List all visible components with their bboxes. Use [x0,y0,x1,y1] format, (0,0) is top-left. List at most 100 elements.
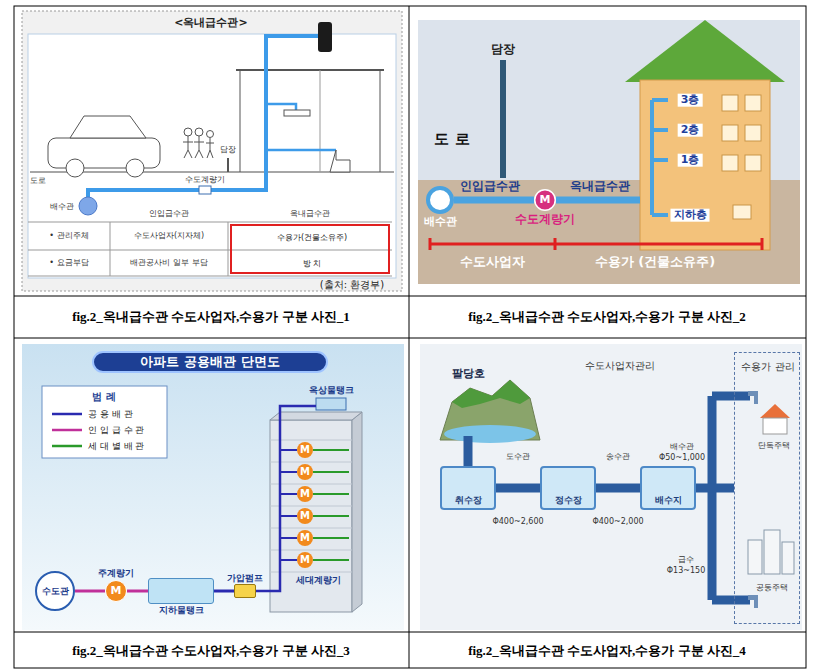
pipe-label: 배수관 [50,202,74,211]
legend-title: 범 례 [92,391,115,403]
panel-four-illustration-part [444,425,536,443]
figure-caption: fig.2_옥내급수관 수도사업자,수용가 구분 사진_2 [468,310,746,325]
panel-two-illustration-part [722,125,738,141]
panel-one-illustration-part [318,22,332,52]
legend-text: 세 대 별 배 관 [88,441,144,451]
panel-three-illustration-part [270,420,352,612]
node-heading: 주계량기 [98,568,134,578]
panel-four-illustration-part [712,396,750,600]
panel-one-illustration-part [284,110,310,116]
panel-one-illustration-part [126,159,144,177]
road-label: 도 로 [434,131,469,148]
panel-one-illustration-part [110,222,111,276]
panel-two-illustration-part [745,95,761,111]
panel-two-illustration-part [745,155,761,171]
panel-two-illustration-part [500,60,506,178]
node-text: 정수장 [555,495,582,505]
panel-four-illustration-part [748,540,762,574]
panel-one-illustration-part [240,70,380,172]
panel-three-illustration-part [52,445,82,448]
meter-label: 수도계량기 [185,175,225,184]
panel-one-illustration-part [28,276,392,277]
table-cell: • 관리주체 [49,231,88,240]
circle-shape [428,188,452,212]
panel-two-illustration-part [722,155,738,171]
fence-label: 담장 [220,145,236,154]
pipe-connector [454,197,534,204]
figure-caption: fig.2_옥내급수관 수도사업자,수용가 구분 사진_1 [72,310,350,325]
panel-three-illustration-part [270,412,362,420]
figure-caption: fig.2_옥내급수관 수도사업자,수용가 구분 사진_4 [468,644,746,659]
pipe-label: 인입급수관 [460,180,520,194]
panel-one-illustration-part [28,34,396,278]
panel-two-illustration-part [418,20,800,284]
table-grid-part [14,338,806,339]
circle-outline [426,186,454,214]
panel-one-illustration-part [206,138,214,158]
meter-badge: M [297,442,313,458]
facility-tank: 배수지 [640,466,696,510]
circle-shape [535,190,556,211]
diagram-title: <옥내급수관> [174,17,247,30]
panel-one-illustration-part [195,128,203,136]
house-label: 단독주택 [758,441,790,450]
table-grid-part [14,6,806,668]
facility-tank: 정수장 [540,466,596,510]
meter-badge: M [297,552,313,568]
panel-two-illustration-part [733,205,751,219]
panel-one-illustration-part [184,128,192,136]
meter-label: 세대계량기 [296,575,341,585]
node-heading: 3층 [678,94,703,107]
panel-two-illustration-part [625,20,785,82]
fence-label: 담장 [491,43,515,57]
panel-three-illustration-part [52,413,82,416]
pipe-label: 도수관 [506,452,530,461]
panel-one-illustration-part [266,104,336,150]
node-heading: 가압펌프 [227,573,263,583]
legend-text: 인 입 급 수 관 [88,425,144,435]
panel-one-illustration-part [227,158,229,172]
table-grid [14,6,806,668]
panel-three-illustration-part [42,386,167,458]
pipe-label: 옥내급수관 [290,209,330,218]
legend-text: 공 용 배 관 [88,409,133,419]
meter-badge: M [297,486,313,502]
circle-shape [36,572,74,610]
table-grid-part [409,6,410,668]
table-grid-part [14,296,806,297]
panel-one-illustration-part [28,250,392,251]
source-note: (출처: 환경부) [320,279,384,291]
region-label: 수도사업자관리 [585,360,655,372]
panel-four-illustration-part [764,530,780,574]
panel-three-illustration-part [22,344,404,630]
panel-one-illustration-part [79,197,97,215]
facility-tank: 취수장 [440,466,496,510]
pipe-connector [496,484,540,493]
panel-one-illustration-part [88,36,318,197]
node-heading: 방 치 [303,259,322,268]
panel-one-illustration-part [28,222,392,223]
node-heading: 1층 [678,154,703,167]
panel-one-illustration-part [66,159,84,177]
figure-caption: fig.2_옥내급수관 수도사업자,수용가 구분 사진_3 [72,644,350,659]
node-heading: 수도계량기 [515,213,575,227]
panel-four-illustration-part [420,344,802,630]
pipe-size: Φ13~150 [667,566,705,575]
main-pipe-circle: 배수관 [426,186,454,214]
panel-four-illustration-part [782,542,794,574]
panel-one-illustration [22,11,402,291]
pipe-size: Φ400~2,600 [492,517,543,526]
pipe-label: 배수관 [670,442,694,451]
house-label: 공동주택 [756,583,788,592]
pipe-connector [556,197,640,204]
panel-one-illustration-part [228,222,229,276]
table-cell: • 요금부담 [49,258,88,267]
pipe-connector [127,590,148,593]
pipe-size: Φ50~1,000 [659,453,705,462]
meter-badge: M [297,464,313,480]
panel-one-illustration-part [70,116,146,138]
pipe-connector [214,590,234,593]
node-text: M [540,194,551,207]
panel-four-illustration-part [452,380,530,408]
lake-label: 팔당호 [452,368,485,381]
